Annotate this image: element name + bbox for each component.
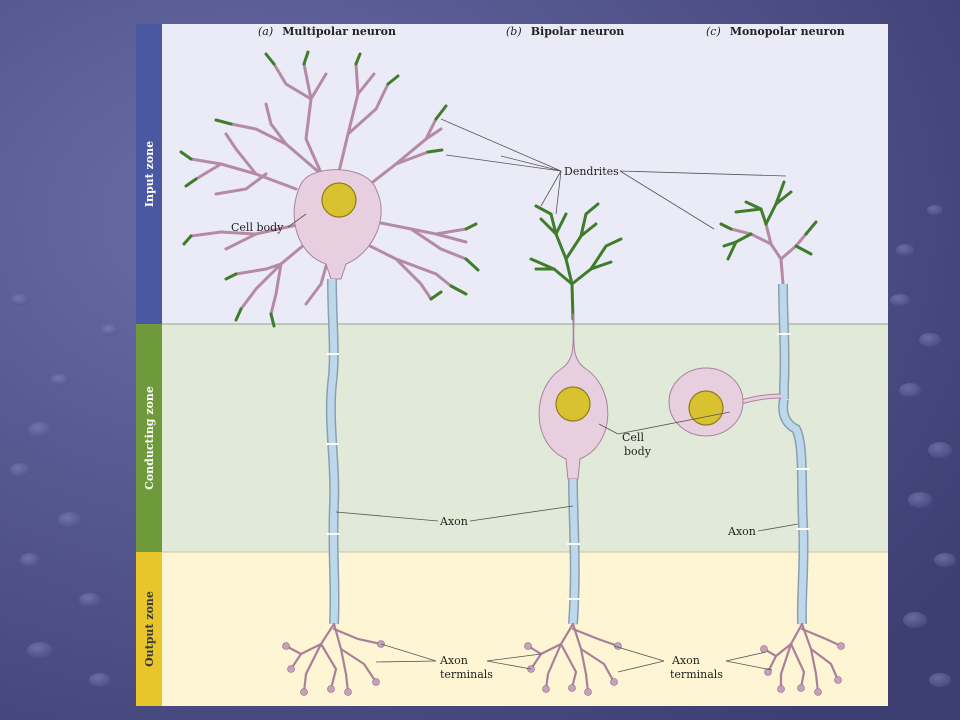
output-zone-strip: [136, 552, 162, 706]
nucleus: [688, 390, 724, 426]
input-zone-strip: [136, 24, 162, 324]
output-zone-band: [136, 552, 888, 706]
label-axon-terminals-bc: Axon terminals: [670, 654, 723, 681]
bipolar-neuron: [524, 202, 623, 696]
heading-multipolar: (a) Multipolar neuron: [258, 24, 396, 39]
nucleus: [321, 182, 357, 218]
conducting-zone-band: [136, 324, 888, 552]
input-zone-label: Input zone: [143, 141, 156, 207]
input-zone-band: [136, 24, 888, 324]
heading-monopolar: (c) Monopolar neuron: [706, 24, 845, 39]
label-axon-terminals-ab: Axon terminals: [439, 654, 493, 681]
label-cell-body-shared: Cell body: [622, 431, 652, 458]
label-cell-body-multipolar: Cell body: [231, 221, 284, 234]
nucleus: [555, 386, 591, 422]
output-zone-label: Output zone: [143, 591, 156, 667]
label-axon-ab: Axon: [439, 515, 468, 528]
conducting-zone-label: Conducting zone: [143, 386, 156, 490]
label-axon-c: Axon: [727, 525, 756, 538]
neuron-figure: Input zone Conducting zone Output zone (…: [136, 24, 888, 706]
multipolar-neuron: [179, 50, 480, 696]
monopolar-neuron: [668, 180, 845, 696]
leader-lines: [287, 118, 799, 673]
heading-bipolar: (b) Bipolar neuron: [506, 24, 624, 39]
label-dendrites: Dendrites: [564, 165, 619, 178]
conducting-zone-strip: [136, 324, 162, 552]
